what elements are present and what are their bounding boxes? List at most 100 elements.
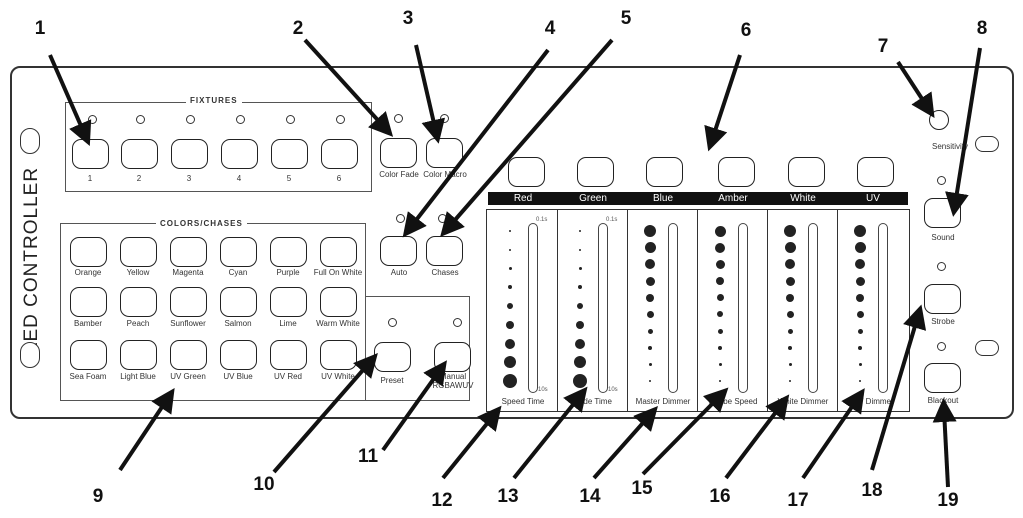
color-button-warm-white[interactable]: [320, 287, 357, 317]
fader-label: UV Dimmer: [852, 397, 894, 406]
fixture-button-2[interactable]: [121, 139, 158, 169]
fader-track[interactable]: [738, 223, 748, 393]
fader-track[interactable]: [598, 223, 608, 393]
strobe-button[interactable]: [924, 284, 961, 314]
color-button-orange[interactable]: [70, 237, 107, 267]
auto-label: Auto: [390, 268, 408, 277]
fixture-button-5[interactable]: [271, 139, 308, 169]
fader-scale-dot: [504, 356, 516, 369]
channel-label: Green: [579, 193, 607, 204]
fader-scale-dot: [717, 328, 723, 334]
fader-scale-dot: [509, 248, 511, 251]
chases-label: Chases: [431, 268, 459, 277]
fixture-button-6[interactable]: [321, 139, 358, 169]
color-button-sunflower[interactable]: [170, 287, 207, 317]
fader-track[interactable]: [668, 223, 678, 393]
fader-scale-dot: [505, 338, 515, 349]
fader-track[interactable]: [878, 223, 888, 393]
fader-scale-dot: [858, 362, 862, 366]
channel-label: Amber: [718, 193, 748, 204]
color-button-light-blue[interactable]: [120, 340, 157, 370]
fader-label: Speed Time: [501, 397, 545, 406]
color-button-lime[interactable]: [270, 287, 307, 317]
fixture-led: [136, 115, 145, 124]
fader-scale-dot: [574, 356, 586, 369]
color-button-salmon[interactable]: [220, 287, 257, 317]
color-fade-button[interactable]: [380, 138, 417, 168]
color-label: Sunflower: [170, 319, 206, 328]
blackout-button[interactable]: [924, 363, 961, 393]
fader-track[interactable]: [808, 223, 818, 393]
fixture-button-4[interactable]: [221, 139, 258, 169]
color-label: Salmon: [224, 319, 252, 328]
color-button-uv-green[interactable]: [170, 340, 207, 370]
fader-scale-dot: [718, 345, 722, 350]
fader-scale-dot: [577, 303, 583, 309]
channel-button-green[interactable]: [577, 157, 614, 187]
fader-scale-dot: [788, 362, 792, 366]
fader-scale-dot: [506, 320, 514, 329]
callout-number: 19: [937, 490, 959, 511]
fader-scale-dot: [576, 320, 584, 329]
color-button-yellow[interactable]: [120, 237, 157, 267]
channel-label: Blue: [652, 193, 673, 204]
color-button-bamber[interactable]: [70, 287, 107, 317]
color-label: Yellow: [126, 268, 150, 277]
callout-arrow-6: [704, 54, 742, 152]
callout-arrow-1: [48, 54, 92, 146]
color-label: UV White: [321, 372, 355, 381]
channel-label: Red: [513, 193, 533, 204]
chases-button[interactable]: [426, 236, 463, 266]
color-button-sea-foam[interactable]: [70, 340, 107, 370]
fader-scale-dot: [788, 345, 792, 350]
channel-button-amber[interactable]: [718, 157, 755, 187]
fader-scale-dot: [508, 267, 512, 270]
color-button-purple[interactable]: [270, 237, 307, 267]
color-button-magenta[interactable]: [170, 237, 207, 267]
mount-slot: [975, 340, 999, 356]
callout-number: 5: [620, 8, 632, 29]
color-label: Cyan: [228, 268, 248, 277]
callout-arrow-9: [118, 388, 175, 472]
color-button-uv-red[interactable]: [270, 340, 307, 370]
fader-column: White Dimmer: [768, 209, 838, 412]
fixture-button-3[interactable]: [171, 139, 208, 169]
fader-track[interactable]: [528, 223, 538, 393]
fader-scale-dot: [719, 380, 721, 382]
color-button-uv-blue[interactable]: [220, 340, 257, 370]
color-label: Magenta: [172, 268, 204, 277]
fader-scale-dot: [578, 285, 582, 290]
color-button-full-on-white[interactable]: [320, 237, 357, 267]
channel-button-blue[interactable]: [646, 157, 683, 187]
fader-scale-dot: [785, 276, 795, 286]
callout-arrow-11: [381, 360, 447, 452]
callout-number: 16: [709, 486, 731, 507]
callout-number: 18: [861, 480, 883, 501]
callout-arrow-5: [440, 38, 614, 238]
color-button-cyan[interactable]: [220, 237, 257, 267]
color-label: Light Blue: [120, 372, 156, 381]
sensitivity-knob[interactable]: [929, 110, 949, 130]
preset-button[interactable]: [374, 342, 411, 372]
channel-button-red[interactable]: [508, 157, 545, 187]
fader-scale-dot: [715, 242, 725, 253]
callout-arrow-3: [414, 44, 446, 144]
color-label: Sea Foam: [69, 372, 107, 381]
strobe-label: Strobe: [931, 317, 955, 326]
fader-scale-dot: [715, 259, 725, 269]
callout-arrow-2: [303, 38, 394, 137]
fader-label: Strobe Speed: [708, 397, 758, 406]
color-label: Orange: [74, 268, 102, 277]
color-button-peach[interactable]: [120, 287, 157, 317]
color-label: Bamber: [73, 319, 102, 328]
callout-arrow-7: [896, 60, 935, 119]
fixture-led: [286, 115, 295, 124]
auto-button[interactable]: [380, 236, 417, 266]
callout-number: 3: [402, 8, 414, 29]
callout-number: 10: [253, 474, 275, 495]
fader-scale-dot: [787, 328, 793, 334]
channel-button-white[interactable]: [788, 157, 825, 187]
channel-button-uv[interactable]: [857, 157, 894, 187]
preset-led: [388, 318, 397, 327]
color-button-uv-white[interactable]: [320, 340, 357, 370]
